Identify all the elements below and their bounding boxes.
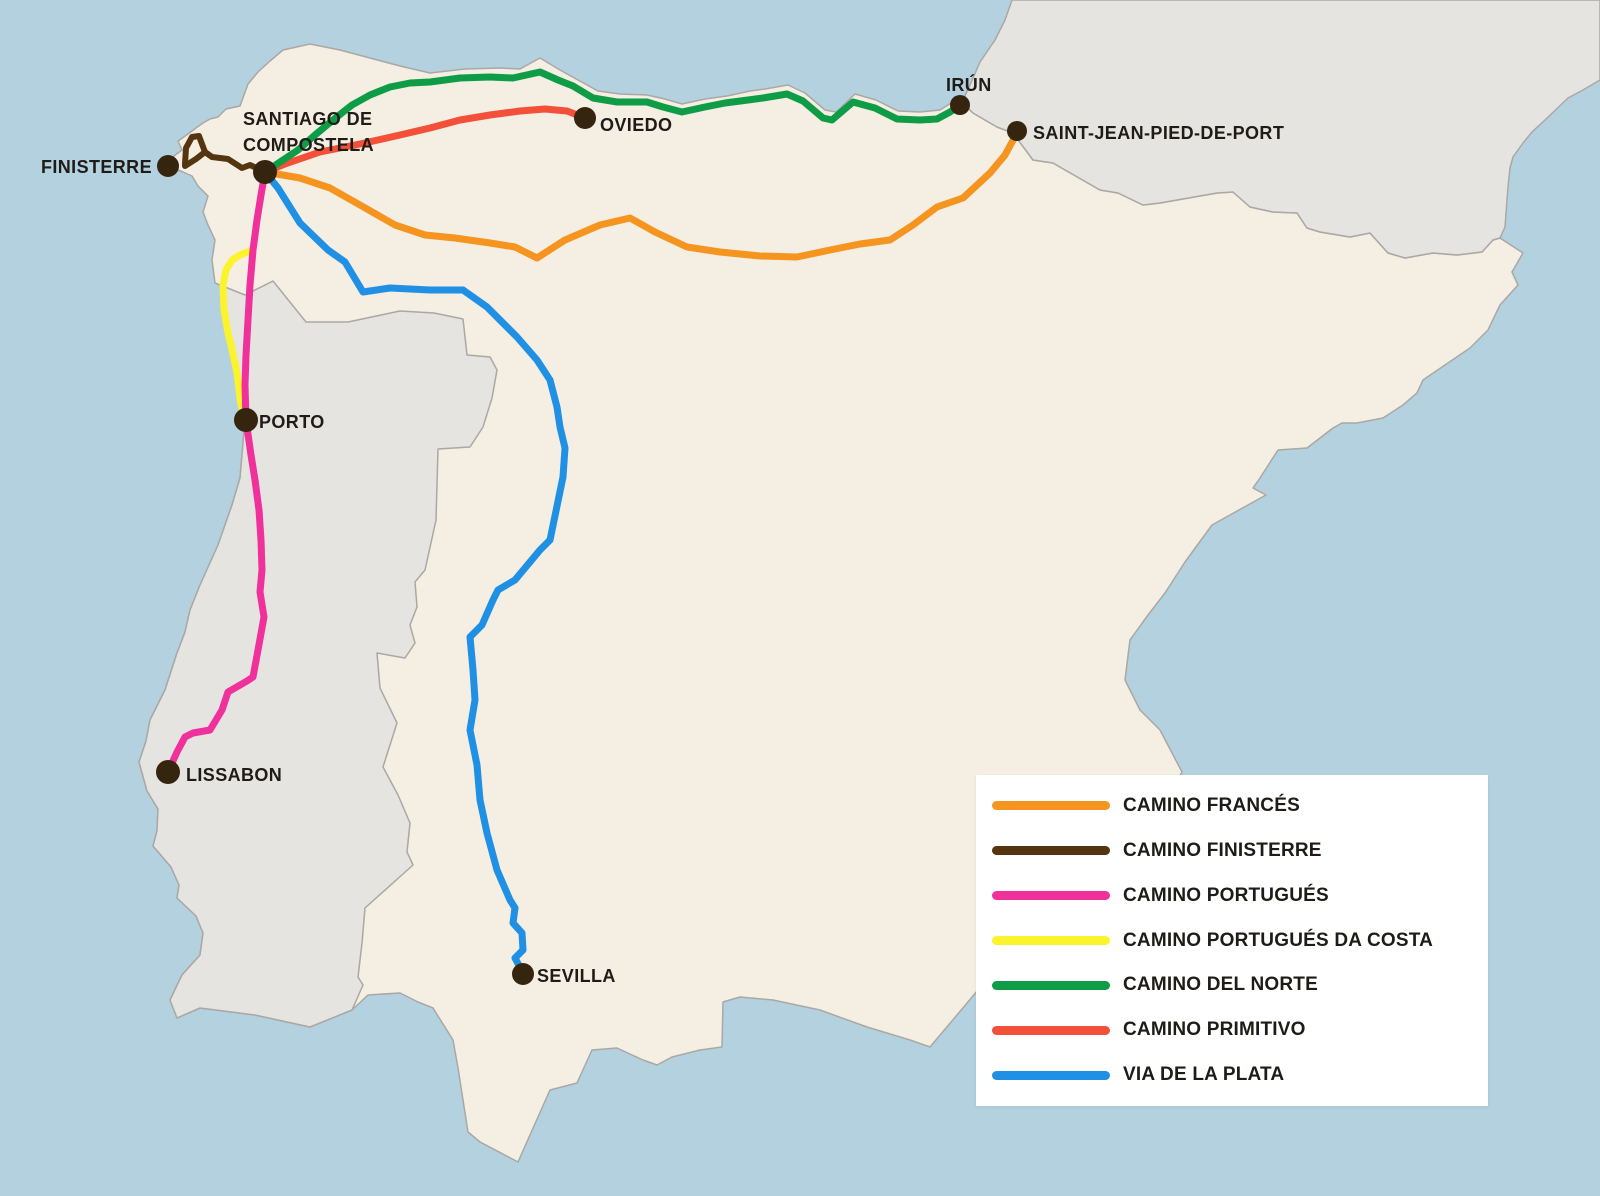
city-dot-oviedo: [574, 107, 596, 129]
legend-swatch-camino-finisterre: [992, 846, 1110, 856]
route-camino-primitivo: [261, 105, 589, 176]
legend-label-camino-primitivo: CAMINO PRIMITIVO: [1123, 1019, 1306, 1041]
france-landmass: [961, 0, 1600, 259]
legend-label-camino-del-norte: CAMINO DEL NORTE: [1123, 974, 1318, 996]
city-label-santiago-line2: COMPOSTELA: [243, 135, 374, 155]
legend-swatch-camino-portugues-da-costa: [992, 936, 1110, 945]
legend-label-camino-portugues: CAMINO PORTUGUÉS: [1123, 884, 1329, 906]
legend-swatch-camino-portugues: [992, 891, 1110, 901]
legend-label-camino-frances: CAMINO FRANCÉS: [1123, 794, 1300, 816]
legend-swatch-line: [992, 936, 1110, 945]
legend-swatch-line: [992, 891, 1110, 901]
city-dot-porto: [234, 408, 258, 432]
legend-swatch-line: [992, 980, 1110, 990]
legend-swatch-line: [992, 1025, 1110, 1035]
legend-item-camino-portugues: CAMINO PORTUGUÉS: [976, 876, 1488, 916]
route-camino-del-norte: [261, 68, 964, 176]
route-via-de-la-plata: [261, 168, 569, 977]
portugal-landmass: [138, 280, 498, 1028]
city-label-oviedo: OVIEDO: [600, 115, 672, 135]
city-dot-saint-jean-pied-de-port: [1007, 121, 1027, 141]
legend-item-camino-portugues-da-costa: CAMINO PORTUGUÉS DA COSTA: [976, 921, 1488, 961]
route-camino-portugues: [164, 168, 269, 776]
route-camino-portugues-da-costa: [219, 247, 254, 424]
route-camino-finisterre-loop: [182, 133, 208, 167]
legend-swatch-camino-primitivo: [992, 1025, 1110, 1035]
city-label-irun: IRÚN: [946, 74, 992, 95]
city-label-sevilla: SEVILLA: [537, 966, 616, 986]
city-dot-finisterre: [157, 155, 179, 177]
legend-item-camino-frances: CAMINO FRANCÉS: [976, 786, 1488, 826]
city-dot-lissabon: [156, 760, 180, 784]
legend-panel: CAMINO FRANCÉS CAMINO FINISTERRE CAMINO …: [976, 775, 1488, 1106]
legend-item-camino-finisterre: CAMINO FINISTERRE: [976, 831, 1488, 871]
legend-label-via-de-la-plata: VIA DE LA PLATA: [1123, 1064, 1285, 1086]
legend-label-camino-portugues-da-costa: CAMINO PORTUGUÉS DA COSTA: [1123, 929, 1434, 951]
route-camino-finisterre: [182, 149, 268, 175]
city-dot-santiago-de-compostela: [253, 160, 277, 184]
legend-swatch-camino-del-norte: [992, 980, 1110, 990]
legend-swatch-line: [992, 1070, 1110, 1080]
city-dot-irun: [950, 95, 970, 115]
city-dot-sevilla: [512, 963, 534, 985]
legend-label-camino-finisterre: CAMINO FINISTERRE: [1123, 839, 1322, 861]
legend-item-camino-primitivo: CAMINO PRIMITIVO: [976, 1010, 1488, 1050]
legend-swatch-line: [992, 846, 1110, 856]
legend-item-camino-del-norte: CAMINO DEL NORTE: [976, 965, 1488, 1005]
legend-swatch-via-de-la-plata: [992, 1070, 1110, 1080]
city-label-finisterre: FINISTERRE: [41, 157, 152, 177]
legend-swatch-line: [992, 801, 1110, 811]
city-label-lissabon: LISSABON: [186, 765, 282, 785]
legend-swatch-camino-frances: [992, 801, 1110, 811]
route-camino-frances: [261, 129, 1021, 262]
city-label-porto: PORTO: [259, 412, 325, 432]
city-label-santiago-line1: SANTIAGO DE: [243, 109, 372, 129]
city-label-saint-jean-pied-de-port: SAINT-JEAN-PIED-DE-PORT: [1033, 123, 1284, 143]
legend-item-via-de-la-plata: VIA DE LA PLATA: [976, 1055, 1488, 1095]
